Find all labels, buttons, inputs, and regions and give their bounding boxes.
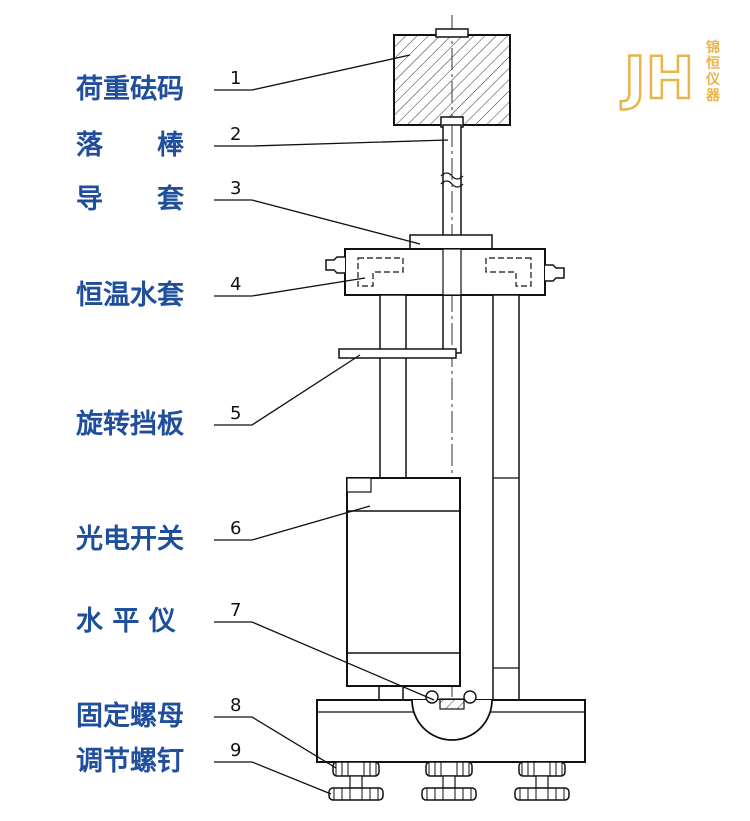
adjusting-screws — [328, 761, 570, 801]
water-jacket — [325, 248, 565, 296]
logo-char: 锦 — [706, 39, 720, 56]
guide-sleeve — [409, 234, 493, 250]
part-label: 固定螺母 — [76, 701, 184, 732]
part-number: 9 — [230, 740, 241, 761]
part-number: 8 — [230, 695, 241, 716]
brand-logo: JH 锦 恒 仪 器 — [619, 39, 721, 113]
part-number: 3 — [230, 178, 241, 199]
photo-switch — [346, 477, 461, 687]
part-number: 2 — [230, 124, 241, 145]
part-number: 5 — [230, 403, 241, 424]
part-numbers: 1 2 3 4 5 6 7 8 9 — [230, 68, 241, 761]
logo-char: 器 — [705, 88, 721, 104]
part-label: 荷重砝码 — [76, 74, 184, 105]
level — [411, 690, 493, 741]
logo-char: 仪 — [705, 72, 721, 88]
part-label: 恒温水套 — [76, 280, 184, 311]
part-number: 6 — [230, 518, 241, 539]
logo-char: 恒 — [706, 55, 720, 72]
leader-lines — [214, 54, 449, 795]
load-weight — [393, 28, 511, 126]
part-number: 1 — [230, 68, 241, 89]
support-rods — [378, 294, 520, 701]
part-label: 落 棒 — [76, 130, 184, 161]
part-label: 光电开关 — [76, 524, 184, 555]
part-number: 7 — [230, 600, 241, 621]
logo-letters: JH — [620, 44, 694, 112]
rotary-baffle — [338, 348, 457, 359]
part-number: 4 — [230, 274, 241, 295]
part-label: 水 平 仪 — [76, 606, 176, 637]
part-label: 导 套 — [76, 184, 184, 215]
part-label: 旋转挡板 — [76, 409, 184, 440]
part-label: 调节螺钉 — [76, 746, 184, 777]
